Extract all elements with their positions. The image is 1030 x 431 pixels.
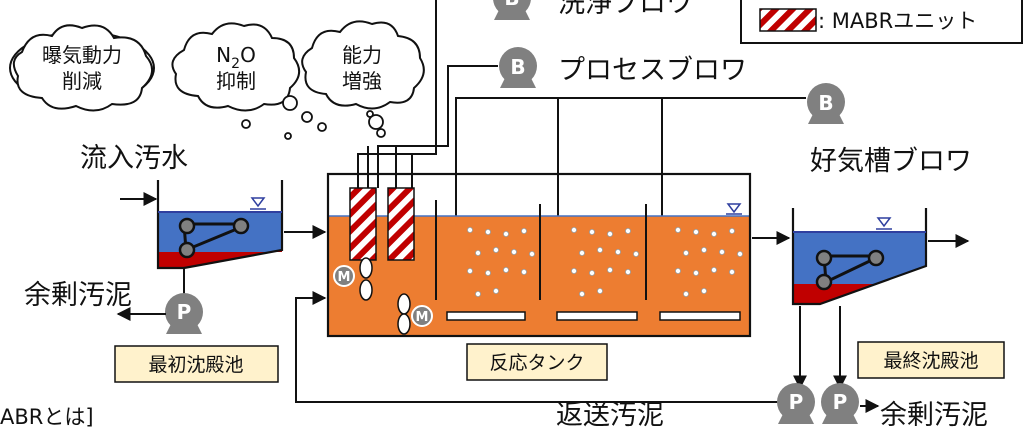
air-bubble [607,266,614,273]
primary-clarifier [156,180,284,270]
air-bubble [484,228,491,235]
air-bubble [675,226,682,233]
air-bubble [683,290,690,297]
mixer-1: M [333,257,373,301]
cloud-capacity-line1: 能力 [342,43,382,67]
air-bubble [597,287,604,294]
return-sludge-label: 返送汚泥 [556,400,664,431]
air-bubble [729,227,736,234]
mabr-unit-2 [387,187,415,261]
air-bubble [474,249,481,256]
air-bubble [484,269,491,276]
air-bubble [693,269,700,276]
air-bubble [711,230,718,237]
air-bubble [492,287,499,294]
svg-text:B: B [510,55,525,79]
air-bubble [625,268,632,275]
reactor-label: 反応タンク [489,352,584,374]
excess-sludge-pump: P [821,383,859,424]
cloud-aeration-line1: 曝気動力 [42,43,122,67]
air-bubble [474,290,481,297]
process-blower-label: プロセスブロワ [558,55,747,86]
reactor-tank [326,172,752,338]
air-bubble [521,227,528,234]
air-bubble [466,267,473,274]
air-bubble [589,269,596,276]
air-bubble [466,226,473,233]
cloud-n2o-line1: N2O [216,43,256,72]
bottom-left-heading: ABRとは] [0,405,94,429]
air-bubble [607,230,614,237]
wash-blower-label: 洗浄ブロワ [558,0,693,19]
excess-sludge-right-label: 余剰汚泥 [880,400,988,431]
air-bubble [579,290,586,297]
air-bubble [683,249,690,256]
primary-clarifier-label: 最初沈殿池 [148,354,243,376]
air-bubble [529,250,536,257]
svg-text:B: B [818,91,833,115]
air-bubble [737,250,744,257]
cloud-capacity: 能力 増強 [301,20,425,110]
air-bubble [597,246,604,253]
air-bubble [579,249,586,256]
air-bubble [711,266,718,273]
cloud-n2o-line2: 抑制 [216,69,256,93]
svg-text:M: M [416,310,429,325]
primary-clarifier-label-box: 最初沈殿池 [114,345,279,383]
air-bubble [571,267,578,274]
svg-text:B: B [504,0,519,10]
final-clarifier-label-box: 最終沈殿池 [857,341,1005,379]
air-bubble [502,266,509,273]
svg-text:P: P [833,390,848,414]
cloud-aeration-line2: 削減 [62,69,102,93]
thought-bubbles [241,95,386,140]
air-bubble [719,248,726,255]
air-bubble [510,248,517,255]
legend: : MABRユニット [740,0,1023,44]
air-bubbles [466,226,744,297]
final-clarifier-label: 最終沈殿池 [883,350,978,372]
return-sludge-line [295,291,880,413]
air-bubble [633,250,640,257]
air-bubble [729,268,736,275]
mabr-unit-1 [349,187,377,261]
legend-label: : MABRユニット [818,9,977,33]
air-bubble [521,268,528,275]
svg-text:M: M [338,270,351,285]
aerobic-blower-label: 好気槽ブロワ [810,146,972,177]
wash-blower: B 洗浄ブロワ [493,0,693,20]
air-bubble [701,246,708,253]
svg-text:P: P [177,300,192,324]
air-bubble [625,227,632,234]
process-blower: B プロセスブロワ [499,47,747,88]
air-bubble [571,226,578,233]
air-bubble [589,228,596,235]
air-bubble [701,287,708,294]
svg-text:P: P [789,390,804,414]
mixer-2: M [397,293,433,335]
air-bubble [492,246,499,253]
reactor-label-box: 反応タンク [466,343,608,381]
excess-sludge-left-label: 余剰汚泥 [24,280,132,311]
air-bubble [502,230,509,237]
return-sludge-pump: P [777,383,815,424]
cloud-n2o: N2O 抑制 [171,22,301,112]
final-clarifier [791,208,928,306]
air-bubble [693,228,700,235]
influent-label: 流入汚水 [80,143,188,174]
primary-sludge-pump: P [116,268,203,334]
legend-hatch-swatch [759,8,817,32]
aerobic-blower: B [807,83,845,124]
cloud-capacity-line2: 増強 [342,69,382,93]
air-bubble [615,248,622,255]
cloud-aeration: 曝気動力 削減 [9,24,155,112]
thought-clouds: 曝気動力 削減 N2O 抑制 能力 増強 [9,20,425,140]
air-bubble [675,267,682,274]
